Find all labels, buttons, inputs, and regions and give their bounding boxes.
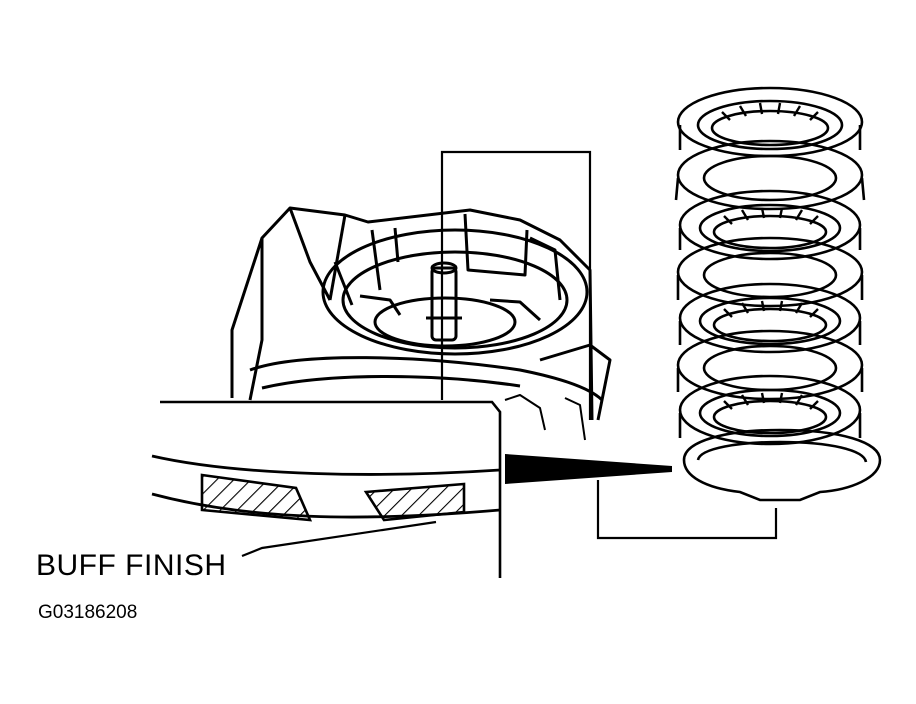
clutch-pack-stack xyxy=(676,88,880,500)
detail-inset xyxy=(152,402,502,578)
clutch-plate-2 xyxy=(678,238,862,306)
buff-area-right xyxy=(366,484,464,520)
buff-finish-label: BUFF FINISH xyxy=(36,549,227,582)
spline-teeth xyxy=(722,103,818,409)
figure-id: G03186208 xyxy=(38,602,138,623)
pressure-plate xyxy=(684,430,880,500)
clutch-disc-4 xyxy=(680,376,860,444)
clutch-disc-3 xyxy=(680,284,860,352)
clutch-disc-2 xyxy=(680,191,860,259)
pointer-wedge xyxy=(505,454,672,484)
clutch-plate-3 xyxy=(678,331,862,399)
leader-line xyxy=(242,522,436,556)
callout-bracket xyxy=(442,152,776,538)
clutch-plate-1 xyxy=(678,141,862,209)
buff-area-left xyxy=(202,475,310,520)
transmission-case xyxy=(232,208,610,440)
